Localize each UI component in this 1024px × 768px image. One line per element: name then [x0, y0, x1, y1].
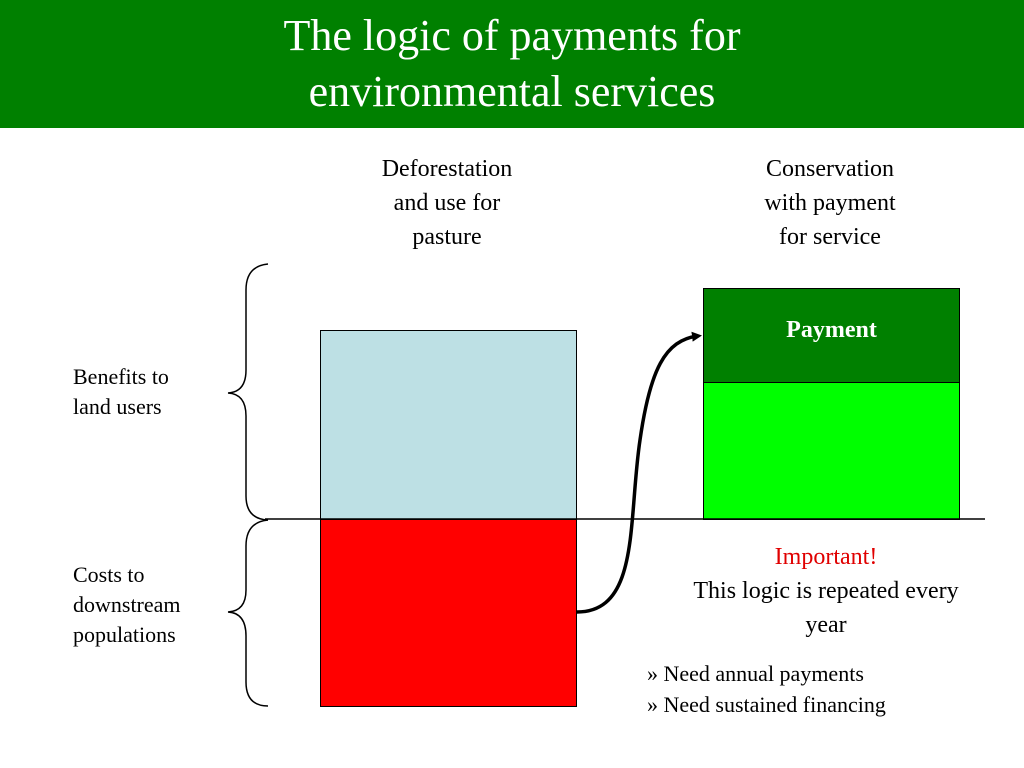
costs-label: Costs to downstream populations [73, 560, 181, 650]
slide-title: The logic of payments for environmental … [284, 8, 741, 120]
payment-label: Payment [786, 317, 877, 343]
benefit-box [320, 330, 577, 520]
conservation-benefit-box [703, 382, 960, 520]
bullet-item-sustained-financing: » Need sustained financing [647, 692, 886, 717]
costs-label-line-3: populations [73, 622, 176, 647]
note-line-1: This logic is repeated every [693, 578, 959, 604]
benefits-brace [227, 263, 269, 521]
bullet-item-annual-payments: » Need annual payments [647, 661, 864, 686]
bullet-list: » Need annual payments » Need sustained … [647, 658, 886, 720]
benefits-label: Benefits to land users [73, 362, 169, 422]
costs-label-line-1: Costs to [73, 562, 145, 587]
conservation-heading-line-3: for service [779, 224, 881, 250]
cost-box [320, 519, 577, 707]
transfer-arrow [576, 331, 702, 614]
title-line-2: environmental services [308, 67, 716, 116]
important-heading: Important! [774, 544, 878, 570]
benefits-label-line-1: Benefits to [73, 364, 169, 389]
important-note: Important! This logic is repeated every … [648, 540, 1004, 642]
costs-label-line-2: downstream [73, 592, 181, 617]
conservation-heading-line-1: Conservation [766, 156, 894, 182]
conservation-heading: Conservation with payment for service [720, 152, 940, 254]
deforestation-heading-line-1: Deforestation [381, 156, 513, 182]
conservation-heading-line-2: with payment [764, 190, 896, 216]
costs-brace [227, 519, 269, 707]
note-line-2: year [805, 612, 847, 638]
title-bar: The logic of payments for environmental … [0, 0, 1024, 128]
deforestation-heading-line-3: pasture [412, 224, 482, 250]
title-line-1: The logic of payments for [283, 11, 741, 60]
benefits-label-line-2: land users [73, 394, 162, 419]
deforestation-heading-line-2: and use for [393, 190, 501, 216]
deforestation-heading: Deforestation and use for pasture [337, 152, 557, 254]
payment-box: Payment [703, 288, 960, 383]
